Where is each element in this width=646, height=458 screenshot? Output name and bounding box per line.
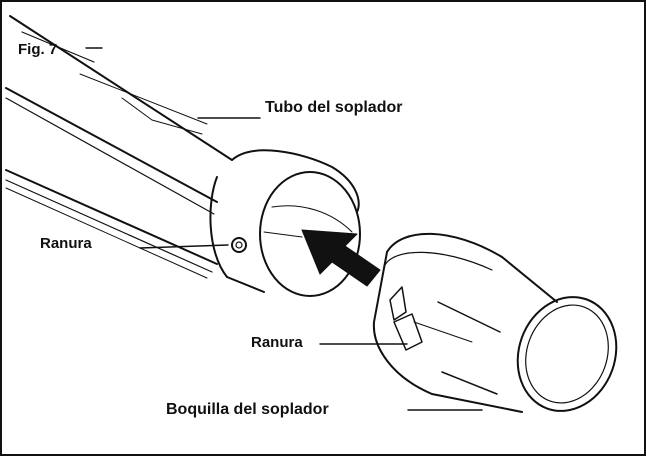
label-slot-tube: Ranura bbox=[40, 235, 92, 252]
arrow-icon bbox=[301, 229, 381, 287]
blower-nozzle bbox=[372, 232, 618, 413]
label-blower-nozzle: Boquilla del soplador bbox=[166, 401, 329, 418]
label-slot-nozzle: Ranura bbox=[251, 334, 303, 351]
blower-tube bbox=[5, 15, 233, 279]
leader-slot-tube bbox=[139, 244, 229, 249]
figure-label: Fig. 7 bbox=[18, 41, 58, 58]
tube-collar bbox=[209, 149, 361, 297]
label-blower-tube: Tubo del soplador bbox=[265, 99, 403, 116]
leader-lines bbox=[85, 47, 483, 411]
